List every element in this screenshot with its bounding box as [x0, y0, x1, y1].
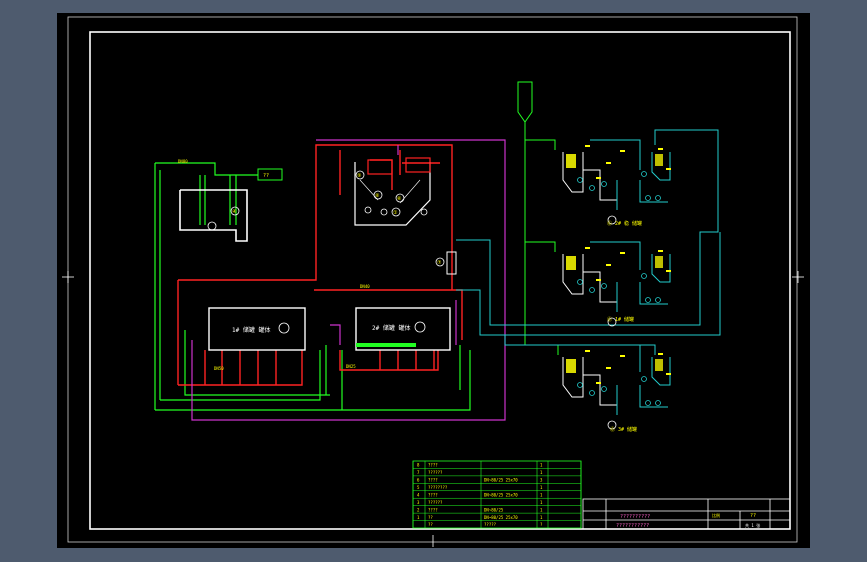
legend-qty: 1 [540, 463, 543, 468]
hopper [517, 81, 533, 123]
green-pipes-left [154, 162, 471, 411]
leftbox-marker [230, 206, 240, 216]
legend-qty: 1 [540, 470, 543, 475]
left-tank-outline [179, 189, 248, 242]
leftbox-num: ④ [232, 209, 237, 215]
leftbox-marker-2 [207, 221, 217, 231]
legend-qty: 1 [540, 507, 543, 512]
station-unit [562, 350, 671, 430]
legend-index: 7 [417, 470, 420, 475]
right-top-label: ⑥ 2# 稳 储罐 [607, 220, 642, 227]
inner-frame [89, 31, 791, 530]
tank-2-marker [414, 321, 426, 333]
legend-spec: DN~80/25 25x70 [484, 478, 518, 483]
right-mid-label: ⑥ 1# 储罐 [607, 316, 634, 323]
cyan-pipes [456, 129, 721, 372]
red-pipes [177, 144, 463, 386]
legend-spec: DN~80/25 25x70 [484, 492, 518, 497]
legend-qty: 1 [540, 485, 543, 490]
legend-index: 8 [417, 463, 420, 468]
topbox-label-d: ⑥ [397, 196, 402, 202]
pipe-tag-1: DN40 [360, 284, 370, 289]
legend-spec: DN~80/25 [484, 507, 504, 512]
drawing-sheet [57, 13, 810, 548]
legend-name: ?? [428, 522, 433, 527]
pipe-tag-2: DN50 [214, 366, 224, 371]
right-bot-label: ⑥ 3# 储罐 [610, 426, 637, 433]
legend-index: 6 [417, 478, 420, 483]
legend-name: ???? [428, 492, 438, 497]
legend-name: ?? [428, 515, 433, 520]
center-marks [62, 271, 804, 547]
valve-box-label: ?? [263, 173, 269, 179]
tank-2-base-green [356, 343, 416, 347]
legend-qty: ? [540, 522, 543, 527]
tank-2 [355, 307, 451, 351]
title-cell-b: ?? [750, 513, 756, 519]
mid-num: ⑦ [437, 260, 442, 266]
legend-index: 2 [417, 507, 420, 512]
legend-index: 3 [417, 500, 420, 505]
title-cell-a: 比例 [712, 512, 720, 518]
legend-qty: 1 [540, 515, 543, 520]
right-stations [562, 145, 671, 430]
legend-qty: 1 [540, 500, 543, 505]
top-equipment [354, 157, 431, 226]
component-7-marker [435, 257, 445, 267]
topbox-label-c: ① [393, 210, 398, 216]
pipe-tag-3: DN25 [346, 364, 356, 369]
component-7 [446, 251, 457, 275]
legend-name: ???? [428, 478, 438, 483]
title-line-2: ??????????? [616, 523, 649, 529]
legend-index: 4 [417, 492, 420, 497]
tank-2-label: 2# 储罐 罐体 [372, 324, 410, 332]
title-line-1: ?????????? [620, 514, 650, 520]
legend-index: 1 [417, 515, 420, 520]
legend-spec: DN~80/25 25x70 [484, 515, 518, 520]
magenta-pipes [191, 139, 506, 421]
station-unit [562, 247, 671, 327]
topbox-label-b: ⑧ [375, 193, 380, 199]
legend-name: ???? [428, 507, 438, 512]
station-unit [562, 145, 671, 225]
topbox-label-a: ⑨ [357, 173, 362, 179]
tank-1 [208, 307, 306, 351]
title-cell-c: 共 1 张 [745, 522, 760, 528]
legend-spec: ????? [484, 522, 497, 527]
title-block [582, 498, 791, 530]
tank-1-marker [278, 322, 290, 334]
legend-name: ?????? [428, 470, 443, 475]
pipe-tag-4: DN80 [178, 159, 188, 164]
legend-table: 8???? 1 7?????? 1 6???? DN~80/25 25x70 3 5?????… [412, 460, 582, 529]
legend-name: ???????? [428, 485, 448, 490]
legend-index: 5 [417, 485, 420, 490]
legend-qty: 3 [540, 478, 543, 483]
legend-qty: 1 [540, 492, 543, 497]
valve-box-left [257, 168, 283, 181]
tank-1-label: 1# 储罐 罐体 [232, 326, 270, 334]
legend-name: ???? [428, 463, 438, 468]
legend-name: ?????? [428, 500, 443, 505]
